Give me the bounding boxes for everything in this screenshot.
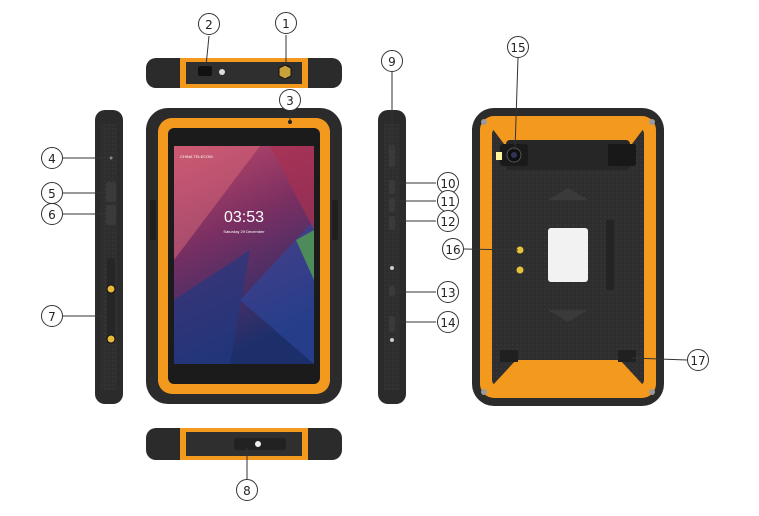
callout-12: 12 (437, 210, 459, 232)
callout-1: 1 (275, 12, 297, 34)
callout-2: 2 (198, 13, 220, 35)
top-port-2 (198, 66, 212, 76)
screen-date: Saturday 29 December (223, 229, 265, 234)
callout-3: 3 (279, 89, 301, 111)
left-button-5 (106, 182, 116, 202)
callout-15: 15 (507, 36, 529, 58)
callout-4: 4 (41, 147, 63, 169)
tablet-front-view: CHINA TELECOM 03:53 Saturday 29 December (146, 108, 342, 404)
callout-11: 11 (437, 190, 459, 212)
tablet-left-side (95, 110, 123, 404)
speaker-left (500, 350, 518, 362)
callout-17: 17 (687, 349, 709, 371)
left-button-6 (106, 205, 116, 225)
microphone (109, 156, 113, 160)
pogo-pin-1 (516, 246, 524, 254)
callout-7: 7 (41, 305, 63, 327)
flash (496, 152, 502, 160)
tablet-right-side (378, 110, 406, 404)
leader-lines (63, 35, 688, 480)
callout-14: 14 (437, 311, 459, 333)
callout-8: 8 (236, 479, 258, 501)
screen-carrier: CHINA TELECOM (180, 154, 213, 159)
screen-clock: 03:53 (224, 209, 264, 226)
tablet-top-view (146, 58, 342, 88)
antenna-connector (278, 64, 292, 80)
callout-9: 9 (381, 50, 403, 72)
callout-13: 13 (437, 281, 459, 303)
front-camera (288, 120, 292, 124)
callout-6: 6 (41, 203, 63, 225)
pogo-pin-2 (516, 266, 524, 274)
fingerprint-sensor (608, 144, 636, 166)
callout-16: 16 (442, 238, 464, 260)
callout-5: 5 (41, 182, 63, 204)
tablet-back-view (472, 108, 664, 406)
speaker-right (618, 350, 636, 362)
nfc-label (548, 228, 588, 282)
tablet-bottom-view (146, 428, 342, 460)
